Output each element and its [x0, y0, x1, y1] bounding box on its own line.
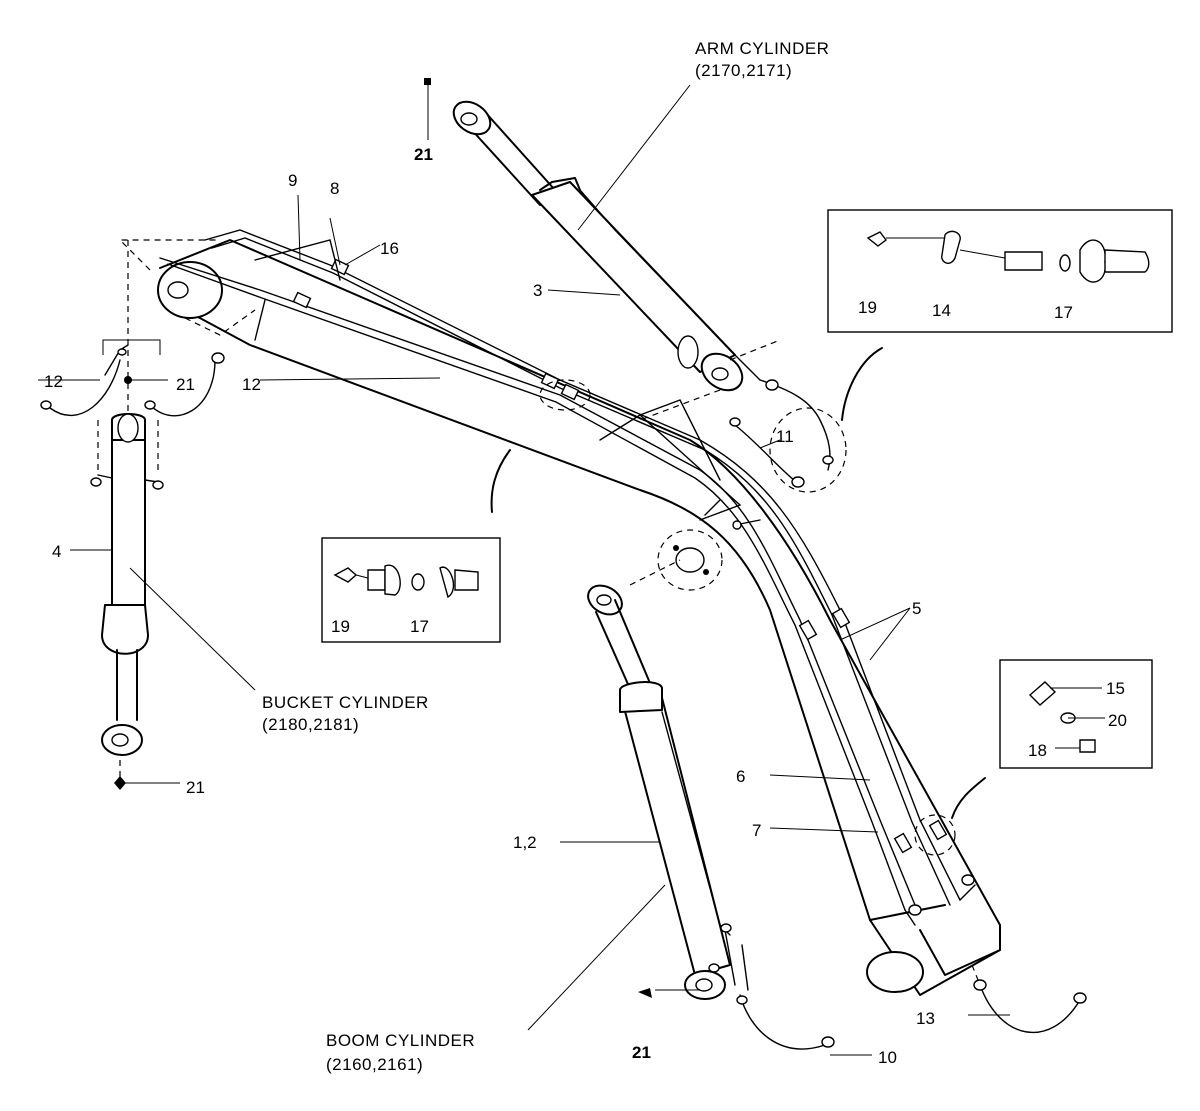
part-label-13: 13 — [916, 1009, 935, 1028]
part-label-9: 9 — [288, 171, 297, 190]
part-label-6: 6 — [736, 767, 745, 786]
part-21-markers — [114, 78, 652, 998]
part-label-1-2: 1,2 — [513, 833, 537, 852]
part-label-21-mid: 21 — [176, 375, 195, 394]
part-label-11: 11 — [776, 427, 794, 446]
inset-box-middle — [321, 537, 501, 643]
arm-cylinder-codes: (2170,2171) — [695, 61, 792, 80]
part-label-19-mid: 19 — [331, 617, 350, 636]
part-label-10: 10 — [878, 1048, 897, 1067]
boom-cylinder — [587, 559, 1087, 1050]
part-label-19-top: 19 — [858, 298, 877, 317]
part-label-8: 8 — [330, 179, 339, 198]
inset-box-lower-right — [999, 659, 1153, 769]
part-label-21-bucket: 21 — [186, 778, 205, 797]
part-label-15: 15 — [1106, 679, 1125, 698]
boom-cylinder-codes: (2160,2161) — [326, 1055, 423, 1074]
bucket-cylinder — [40, 240, 225, 790]
inset-box-top-right — [827, 209, 1173, 333]
part-label-17-mid: 17 — [410, 617, 429, 636]
arm-cylinder — [452, 100, 883, 493]
part-label-21-boom: 21 — [632, 1043, 651, 1062]
part-label-4: 4 — [52, 542, 61, 561]
part-label-17-top: 17 — [1054, 303, 1073, 322]
boom-pipes — [159, 229, 976, 926]
part-label-5: 5 — [912, 599, 921, 618]
bucket-cylinder-codes: (2180,2181) — [262, 715, 359, 734]
part-label-3: 3 — [533, 281, 542, 300]
leader-lines — [38, 82, 1105, 1056]
part-label-12-right: 12 — [242, 375, 261, 394]
part-label-7: 7 — [752, 821, 761, 840]
part-label-12-left: 12 — [44, 372, 63, 391]
part-label-21-top: 21 — [414, 145, 433, 164]
bucket-cylinder-title: BUCKET CYLINDER — [262, 693, 429, 712]
part-label-18: 18 — [1028, 741, 1047, 760]
part-label-14: 14 — [932, 301, 951, 320]
part-label-16: 16 — [380, 239, 399, 258]
boom-assembly — [118, 239, 1001, 996]
part-label-20: 20 — [1108, 711, 1127, 730]
arm-cylinder-title: ARM CYLINDER — [695, 39, 829, 58]
boom-cylinder-title: BOOM CYLINDER — [326, 1031, 475, 1050]
